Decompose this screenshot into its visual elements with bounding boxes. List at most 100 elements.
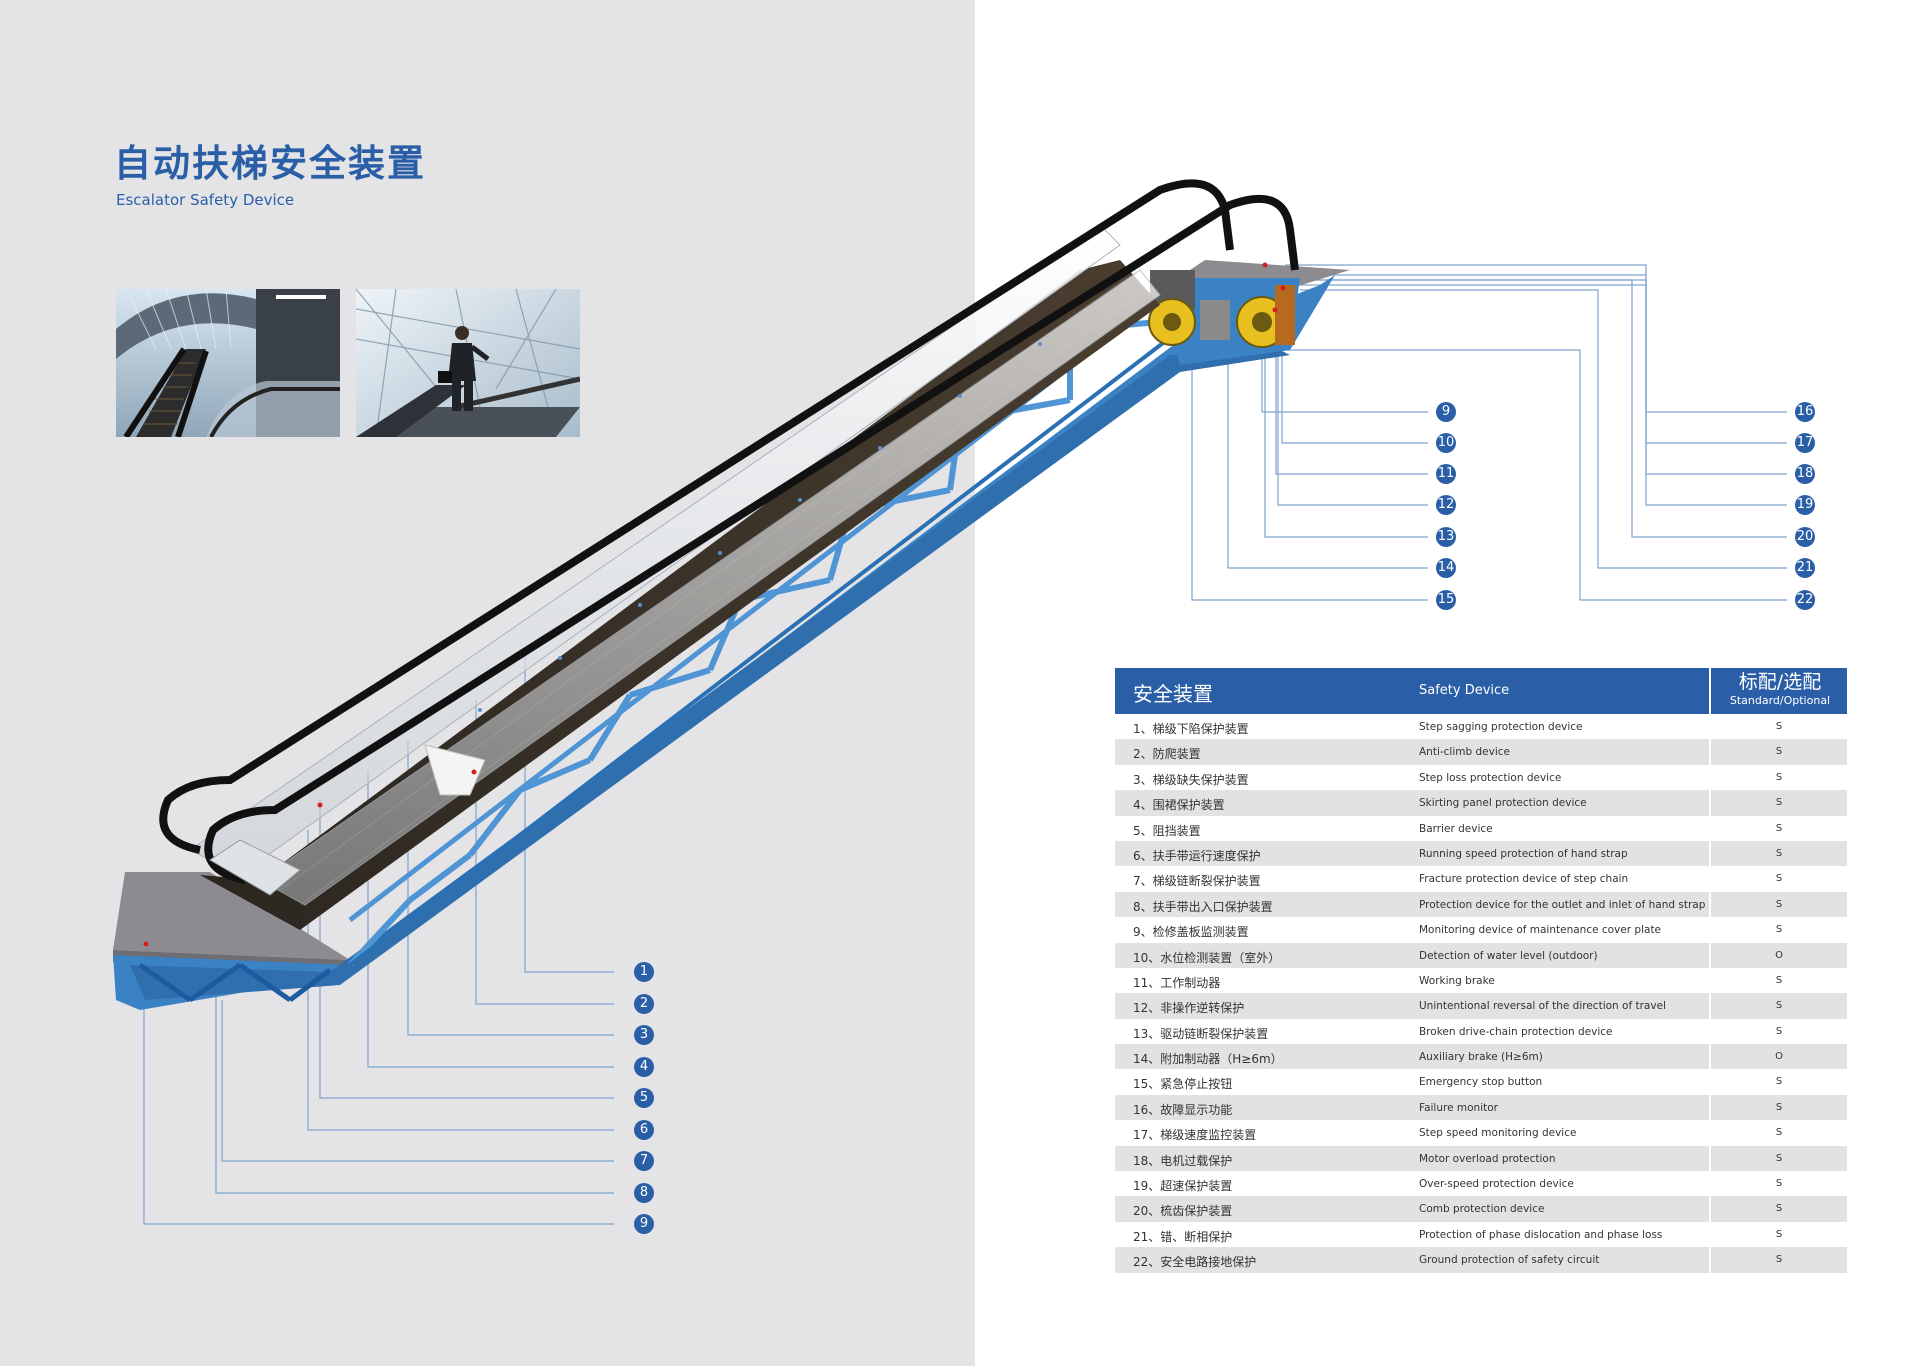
row-en: Working brake bbox=[1419, 974, 1495, 987]
callout-1: 1 bbox=[634, 962, 654, 982]
row-cn: 12、非操作逆转保护 bbox=[1133, 1001, 1245, 1016]
row-cn: 21、错、断相保护 bbox=[1133, 1229, 1233, 1244]
row-en: Unintentional reversal of the direction … bbox=[1419, 1000, 1666, 1013]
row-en: Protection of phase dislocation and phas… bbox=[1419, 1228, 1663, 1241]
row-opt: S bbox=[1775, 1254, 1783, 1266]
row-cn: 4、围裙保护装置 bbox=[1133, 798, 1225, 813]
header-option: 标配/选配 Standard/Optional bbox=[1709, 668, 1849, 714]
row-opt: S bbox=[1775, 1203, 1783, 1215]
callout-15: 15 bbox=[1436, 590, 1456, 610]
callout-18: 18 bbox=[1795, 464, 1815, 484]
row-opt: S bbox=[1775, 873, 1783, 885]
row-cn: 17、梯级速度监控装置 bbox=[1133, 1128, 1257, 1143]
row-opt: S bbox=[1775, 847, 1783, 859]
callout-22: 22 bbox=[1795, 590, 1815, 610]
callout-9-lower: 9 bbox=[634, 1214, 654, 1234]
table-row: 13、驱动链断裂保护装置 Broken drive-chain protectio… bbox=[1115, 1018, 1847, 1045]
row-cn: 10、水位检测装置（室外） bbox=[1133, 950, 1281, 965]
row-cn: 18、电机过载保护 bbox=[1133, 1153, 1233, 1168]
table-row: 6、扶手带运行速度保护 Running speed protection of h… bbox=[1115, 840, 1847, 867]
table-row: 21、错、断相保护 Protection of phase dislocation… bbox=[1115, 1221, 1847, 1248]
row-opt: S bbox=[1775, 924, 1783, 936]
row-en: Broken drive-chain protection device bbox=[1419, 1025, 1613, 1038]
row-opt: S bbox=[1775, 721, 1783, 732]
callout-8: 8 bbox=[634, 1183, 654, 1203]
callout-5: 5 bbox=[634, 1088, 654, 1108]
row-en: Skirting panel protection device bbox=[1419, 797, 1587, 810]
callout-20: 20 bbox=[1795, 527, 1815, 547]
table-row: 14、附加制动器（H≥6m）Auxiliary brake (H≥6m)O bbox=[1115, 1044, 1847, 1070]
header-en: Safety Device bbox=[1419, 683, 1510, 698]
callout-13: 13 bbox=[1436, 527, 1456, 547]
row-en: Monitoring device of maintenance cover p… bbox=[1419, 924, 1662, 937]
row-en: Auxiliary brake (H≥6m) bbox=[1419, 1051, 1543, 1064]
callout-4: 4 bbox=[634, 1057, 654, 1077]
table-header: 安全装置 Safety Device 标配/选配 Standard/Option… bbox=[1115, 668, 1847, 714]
handrail-outer bbox=[159, 179, 1234, 854]
row-opt: S bbox=[1775, 822, 1783, 834]
row-cn: 7、梯级链断裂保护装置 bbox=[1133, 874, 1261, 889]
row-en: Barrier device bbox=[1419, 822, 1493, 835]
row-cn: 1、梯级下陷保护装置 bbox=[1133, 722, 1249, 736]
row-opt: S bbox=[1775, 1000, 1783, 1012]
callout-11: 11 bbox=[1436, 464, 1456, 484]
row-opt: S bbox=[1775, 771, 1783, 783]
row-opt: S bbox=[1775, 1025, 1783, 1037]
page-title: 自动扶梯安全装置 bbox=[114, 142, 426, 185]
row-cn: 13、驱动链断裂保护装置 bbox=[1133, 1026, 1269, 1041]
table-row: 19、超速保护装置 Over-speed protection device S bbox=[1115, 1171, 1847, 1197]
callout-lines bbox=[143, 264, 1787, 1225]
callout-7: 7 bbox=[634, 1151, 654, 1171]
row-en: Detection of water level (outdoor) bbox=[1419, 949, 1598, 962]
row-cn: 9、检修盖板监测装置 bbox=[1133, 925, 1249, 940]
table-row: 22、安全电路接地保护 Ground protection of safety c… bbox=[1115, 1247, 1847, 1273]
row-cn: 15、紧急停止按钮 bbox=[1133, 1077, 1233, 1092]
row-opt: S bbox=[1775, 974, 1783, 986]
businessman-escalator-photo bbox=[356, 289, 580, 437]
callout-14: 14 bbox=[1436, 558, 1456, 578]
lower-landing bbox=[113, 872, 350, 960]
header-option-cn: 标配/选配 bbox=[1738, 671, 1822, 693]
row-en: Ground protection of safety circuit bbox=[1419, 1254, 1600, 1267]
row-cn: 14、附加制动器（H≥6m） bbox=[1133, 1052, 1283, 1067]
callout-3: 3 bbox=[634, 1025, 654, 1045]
callout-12: 12 bbox=[1436, 495, 1456, 515]
row-en: Motor overload protection bbox=[1419, 1152, 1556, 1165]
row-en: Step speed monitoring device bbox=[1419, 1127, 1577, 1140]
row-en: Protection device for the outlet and inl… bbox=[1419, 898, 1706, 911]
row-opt: S bbox=[1775, 1101, 1783, 1113]
callout-16: 16 bbox=[1795, 402, 1815, 422]
row-cn: 22、安全电路接地保护 bbox=[1133, 1255, 1257, 1270]
table-row: 4、围裙保护装置 Skirting panel protection device… bbox=[1115, 790, 1847, 816]
row-cn: 11、工作制动器 bbox=[1133, 975, 1221, 990]
row-cn: 6、扶手带运行速度保护 bbox=[1133, 848, 1261, 863]
callout-10: 10 bbox=[1436, 433, 1456, 453]
row-en: Fracture protection device of step chain bbox=[1419, 873, 1629, 886]
row-en: Failure monitor bbox=[1419, 1101, 1498, 1114]
row-en: Over-speed protection device bbox=[1419, 1178, 1574, 1191]
row-cn: 19、超速保护装置 bbox=[1133, 1179, 1233, 1194]
table-row: 10、水位检测装置（室外） Detection of water level (o… bbox=[1115, 942, 1847, 968]
table-row: 9、检修盖板监测装置 Monitoring device of maintenan… bbox=[1115, 917, 1847, 943]
row-opt: O bbox=[1775, 949, 1783, 961]
row-opt: S bbox=[1775, 1178, 1783, 1190]
row-opt: S bbox=[1775, 1228, 1783, 1240]
safety-device-table: 安全装置 Safety Device 标配/选配 Standard/Option… bbox=[1115, 668, 1847, 1273]
page-subtitle: Escalator Safety Device bbox=[116, 191, 295, 209]
row-opt: S bbox=[1775, 746, 1783, 758]
row-opt: S bbox=[1775, 1076, 1783, 1088]
escalator-tunnel-photo bbox=[116, 289, 340, 437]
row-en: Running speed protection of hand strap bbox=[1419, 847, 1628, 860]
callout-17: 17 bbox=[1795, 433, 1815, 453]
table-row: 12、非操作逆转保护 Unintentional reversal of the … bbox=[1115, 993, 1847, 1019]
row-cn: 2、防爬装置 bbox=[1133, 747, 1201, 762]
